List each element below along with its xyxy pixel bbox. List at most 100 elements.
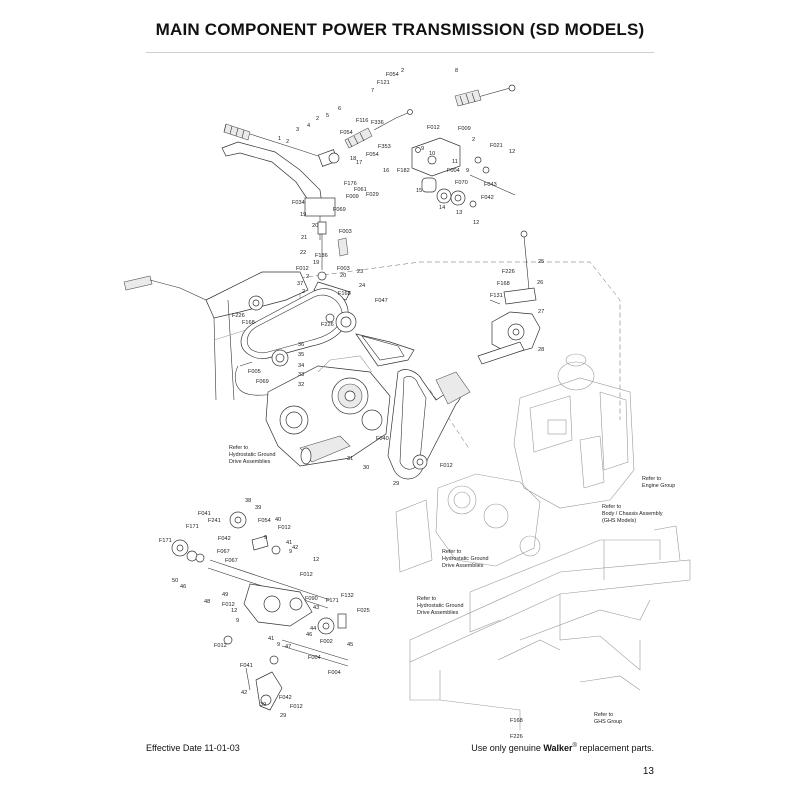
part-callout: 26: [537, 280, 543, 286]
part-callout: 5: [326, 113, 329, 119]
notice-prefix: Use only genuine: [471, 743, 544, 753]
part-callout: 48: [204, 599, 210, 605]
notice-suffix: replacement parts.: [576, 743, 654, 753]
genuine-parts-notice: Use only genuine Walker® replacement par…: [471, 743, 654, 753]
part-callout: F171: [186, 524, 199, 530]
part-callout: 2: [306, 274, 309, 280]
control-lever-assembly: [221, 109, 413, 240]
part-callout: F004: [308, 655, 321, 661]
part-callout: 9: [236, 618, 239, 624]
part-callout: F168: [338, 291, 351, 297]
part-callout: 47: [285, 644, 291, 650]
part-callout: F168: [497, 281, 510, 287]
part-callout: F054: [340, 130, 353, 136]
part-callout: 30: [363, 465, 369, 471]
reference-note-line: Refer to: [229, 445, 248, 451]
part-callout: 2: [316, 116, 319, 122]
hydrostatic-pump: [395, 473, 541, 573]
part-callout: 20: [340, 273, 346, 279]
part-callout: F054: [258, 518, 271, 524]
part-callout: 40: [275, 517, 281, 523]
part-callout: F067: [217, 549, 230, 555]
part-callout: F021: [490, 143, 503, 149]
part-callout: 37: [297, 281, 303, 287]
part-callout: 19: [313, 260, 319, 266]
part-callout: 41: [286, 540, 292, 546]
part-callout: 25: [538, 259, 544, 265]
part-callout: F012: [440, 463, 453, 469]
reference-note-line: Refer to: [642, 476, 661, 482]
part-callout: 50: [172, 578, 178, 584]
part-callout: 1: [278, 136, 281, 142]
reference-note-line: Body / Chassis Assembly: [602, 511, 663, 517]
part-callout: 16: [383, 168, 389, 174]
part-callout: F012: [214, 643, 227, 649]
part-callout: F012: [300, 572, 313, 578]
part-callout: 9: [264, 535, 267, 541]
part-callout: F034: [292, 200, 305, 206]
reference-note-line: Hydrostatic Ground: [442, 556, 488, 562]
part-callout: 45: [347, 642, 353, 648]
part-callout: 3: [296, 127, 299, 133]
reference-note-line: Refer to: [602, 504, 621, 510]
reference-note-line: Drive Assemblies: [229, 459, 271, 465]
part-callout: F054: [386, 72, 399, 78]
part-callout: 7: [371, 88, 374, 94]
part-callout: F069: [256, 379, 269, 385]
part-callout: F241: [208, 518, 221, 524]
part-callout: 13: [456, 210, 462, 216]
part-callout: 12: [473, 220, 479, 226]
part-callout: 39: [260, 702, 266, 708]
part-callout: 28: [538, 347, 544, 353]
part-callout: 6: [338, 106, 341, 112]
part-callout: 32: [298, 382, 304, 388]
secondary-belt: [387, 369, 471, 480]
part-callout: F012: [296, 266, 309, 272]
part-callout: F090: [305, 596, 318, 602]
reference-note-line: Refer to: [442, 549, 461, 555]
part-callout: F042: [481, 195, 494, 201]
title-rule: [146, 52, 654, 53]
part-callout: 46: [180, 584, 186, 590]
part-callout: 9: [421, 146, 424, 152]
page-title: MAIN COMPONENT POWER TRANSMISSION (SD MO…: [155, 20, 645, 39]
part-callout: F029: [366, 192, 379, 198]
part-callout: F132: [341, 593, 354, 599]
part-callout: F171: [326, 598, 339, 604]
part-callout: 12: [231, 608, 237, 614]
part-callout: F336: [371, 120, 384, 126]
part-callout: 2: [286, 139, 289, 145]
reference-note-line: Refer to: [594, 712, 613, 718]
part-callout: F353: [378, 144, 391, 150]
part-callout: 41: [268, 636, 274, 642]
part-callout: 9: [289, 549, 292, 555]
part-callout: F176: [344, 181, 357, 187]
part-callout: F004: [447, 168, 460, 174]
part-callout: 21: [301, 235, 307, 241]
part-callout: 23: [357, 269, 363, 275]
part-callout: 20: [312, 223, 318, 229]
part-callout: F226: [510, 734, 523, 740]
part-callout: F043: [484, 182, 497, 188]
part-callout: F121: [377, 80, 390, 86]
part-callout: F009: [458, 126, 471, 132]
part-callout: F061: [354, 187, 367, 193]
part-callout: 33: [298, 372, 304, 378]
part-callout: F012: [222, 602, 235, 608]
part-callout: F116: [356, 118, 368, 124]
part-callout: F025: [357, 608, 370, 614]
part-callout: F012: [290, 704, 303, 710]
part-callout: 8: [455, 68, 458, 74]
reference-note-line: GHS Group: [594, 719, 622, 725]
part-callout: 39: [255, 505, 261, 511]
part-callout: F186: [315, 253, 328, 259]
part-callout: F182: [397, 168, 410, 174]
part-callout: F168: [242, 320, 255, 326]
reference-note-line: Hydrostatic Ground: [229, 452, 275, 458]
part-callout: 24: [359, 283, 365, 289]
part-callout: F003: [337, 266, 350, 272]
